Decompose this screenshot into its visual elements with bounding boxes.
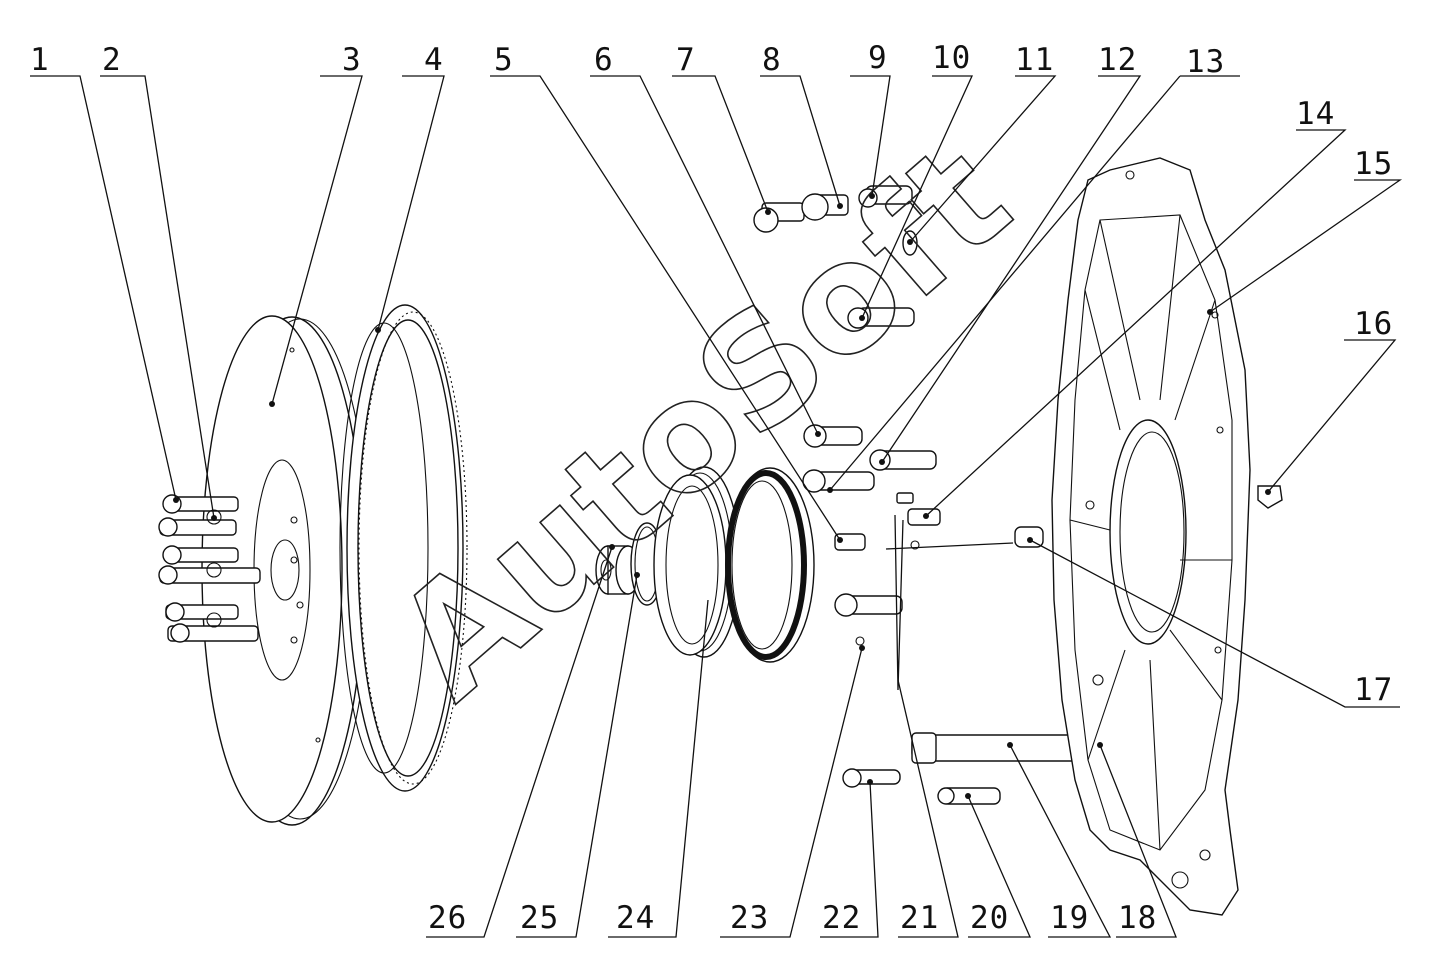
flywheel-bolts — [158, 494, 261, 643]
cotter-21 — [894, 514, 904, 691]
bolts-5-6-12 — [802, 424, 937, 493]
callout-2: 2 — [102, 42, 122, 78]
bolt-22 — [842, 768, 901, 788]
callout-18: 18 — [1118, 900, 1157, 936]
oil-seal-housing — [653, 466, 741, 658]
callout-6: 6 — [594, 42, 614, 78]
callout-8: 8 — [762, 42, 782, 78]
callout-12: 12 — [1098, 42, 1137, 78]
bolt-10 — [847, 307, 915, 329]
callout-21: 21 — [900, 900, 939, 936]
callout-9: 9 — [868, 40, 888, 76]
ring-gear — [339, 304, 468, 792]
callout-19: 19 — [1050, 900, 1089, 936]
plug-16 — [1257, 485, 1283, 509]
callout-7: 7 — [676, 42, 696, 78]
callout-15: 15 — [1354, 146, 1393, 182]
bolt-lower-left — [834, 593, 903, 646]
callout-25: 25 — [520, 900, 559, 936]
callout-13: 13 — [1186, 44, 1225, 80]
leader-lines — [30, 75, 1403, 938]
callout-10: 10 — [932, 40, 971, 76]
callout-26: 26 — [428, 900, 467, 936]
callout-11: 11 — [1015, 42, 1054, 78]
callout-labels: 1 2 3 4 5 6 7 8 9 10 11 12 13 14 15 16 1… — [30, 40, 1393, 936]
callout-20: 20 — [970, 900, 1009, 936]
callout-3: 3 — [342, 42, 362, 78]
callout-5: 5 — [494, 42, 514, 78]
callout-14: 14 — [1296, 96, 1335, 132]
callout-24: 24 — [616, 900, 655, 936]
callout-22: 22 — [822, 900, 861, 936]
flywheel — [201, 315, 371, 826]
callout-4: 4 — [424, 42, 444, 78]
callout-17: 17 — [1354, 672, 1393, 708]
callout-16: 16 — [1354, 306, 1393, 342]
dowel-pins — [834, 492, 1044, 551]
oil-seal — [725, 467, 815, 663]
callout-23: 23 — [730, 900, 769, 936]
callout-1: 1 — [30, 42, 50, 78]
flywheel-housing — [1051, 157, 1251, 916]
callout-dots — [173, 193, 1271, 799]
bolts-7-8-9 — [753, 185, 913, 233]
